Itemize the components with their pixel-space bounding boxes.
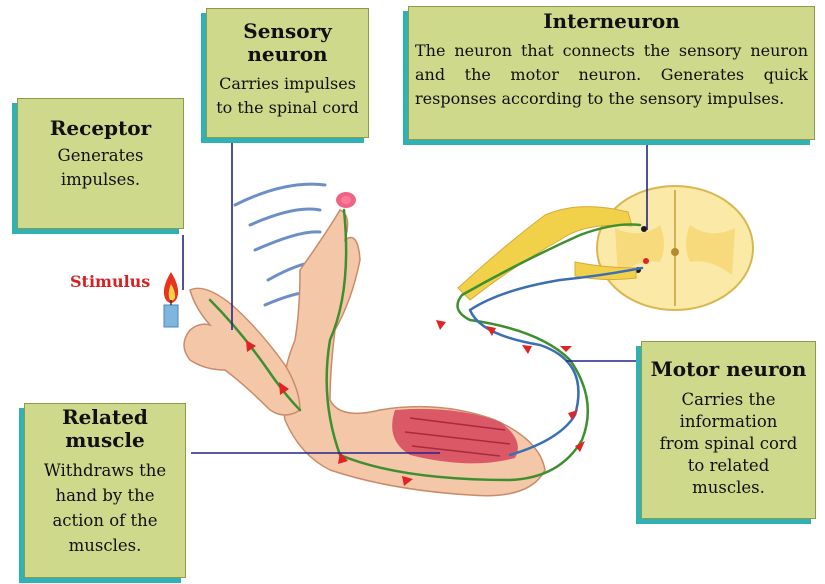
sensory-neuron-title: Sensory neuron	[207, 20, 368, 66]
motor-neuron-label-box: Motor neuron Carries the information fro…	[641, 341, 816, 519]
related-muscle-description: Withdraws the hand by the action of the …	[25, 452, 185, 558]
receptor-description: Generates impulses.	[18, 140, 183, 192]
related-muscle-title: Related muscle	[25, 406, 185, 452]
candle-flame-icon	[164, 272, 178, 327]
receptor-label-box: Receptor Generates impulses.	[17, 98, 184, 229]
interneuron-title: Interneuron	[409, 10, 814, 33]
motor-neuron-description: Carries the information from spinal cord…	[642, 381, 815, 499]
receptor-title: Receptor	[18, 117, 183, 140]
motor-neuron-title: Motor neuron	[642, 358, 815, 381]
related-muscle-label-box: Related muscle Withdraws the hand by the…	[24, 403, 186, 578]
arm-illustration	[184, 192, 545, 496]
stimulus-label: Stimulus	[70, 272, 150, 291]
interneuron-description: The neuron that connects the sensory neu…	[409, 33, 814, 111]
interneuron-label-box: Interneuron The neuron that connects the…	[408, 6, 815, 140]
sensory-neuron-description: Carries impulses to the spinal cord	[207, 66, 368, 120]
spinal-cord-cross-section	[597, 186, 753, 310]
sensory-neuron-label-box: Sensory neuron Carries impulses to the s…	[206, 8, 369, 138]
